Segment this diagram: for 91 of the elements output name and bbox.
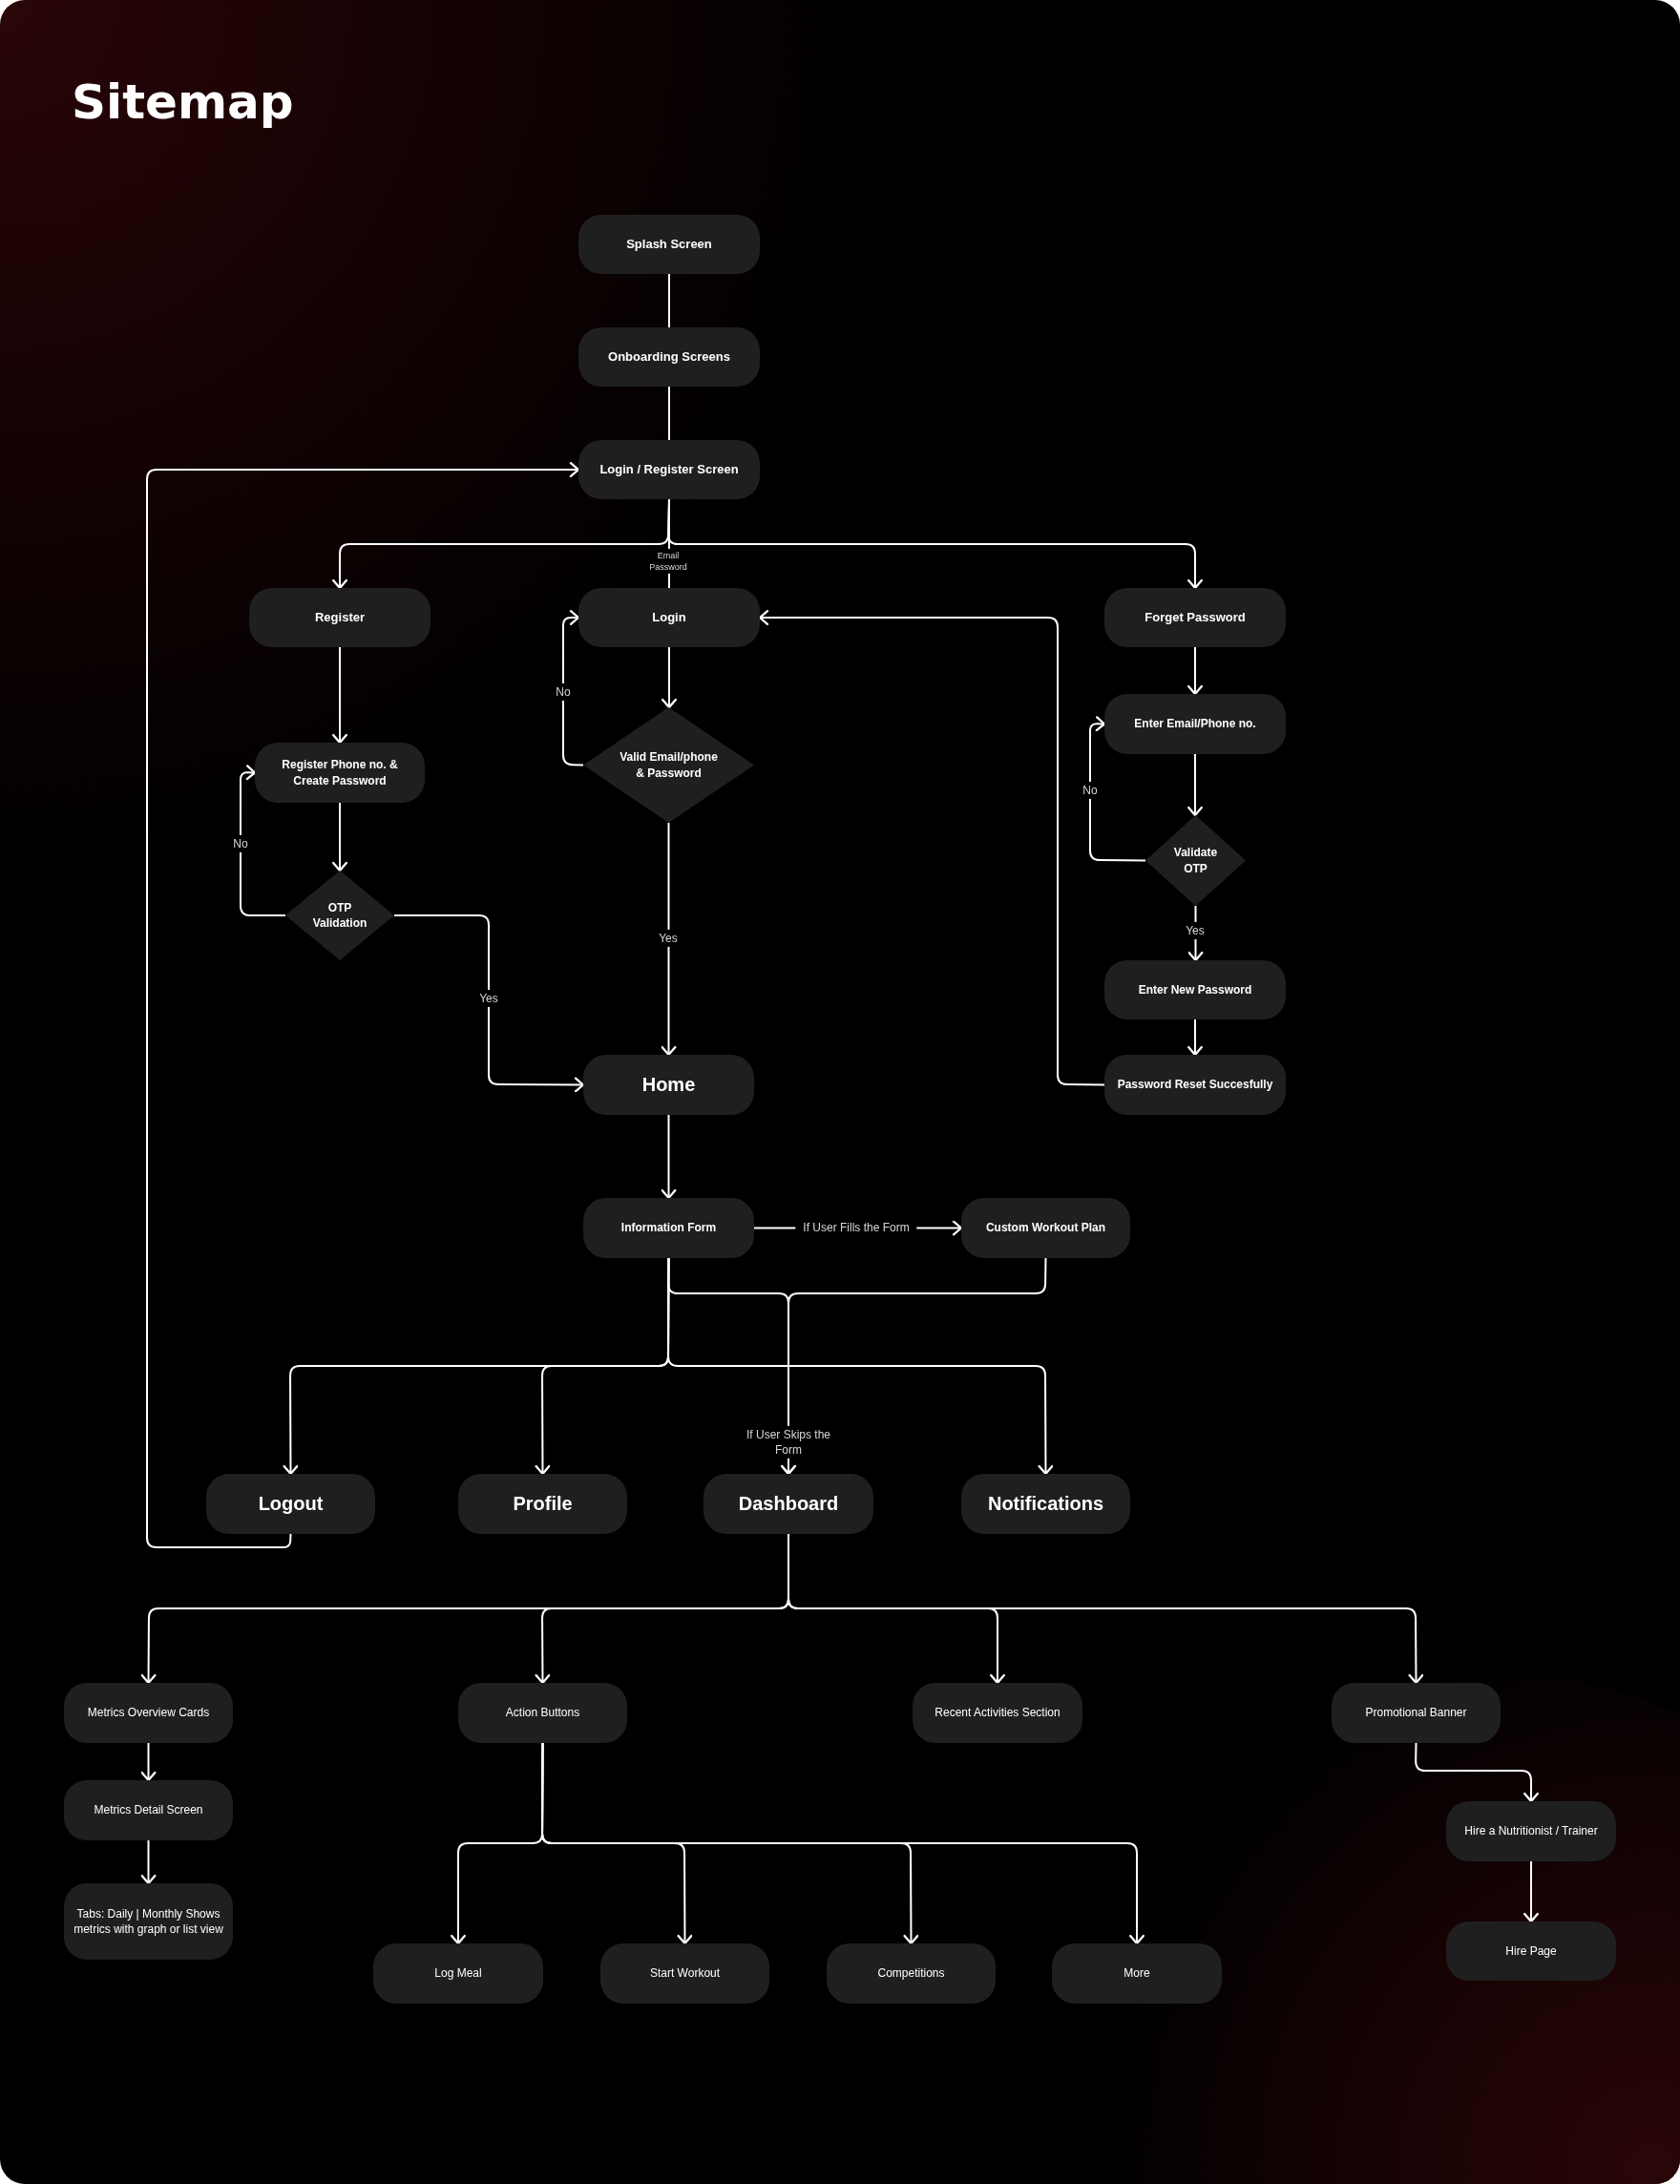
connector-arrow <box>541 1742 1144 1945</box>
connector-arrow <box>1187 646 1203 696</box>
node-label: Enter Email/Phone no. <box>1133 716 1257 732</box>
node-label: Login <box>651 609 687 626</box>
node-label: Hire a Nutritionist / Trainer <box>1463 1823 1599 1839</box>
screen-box <box>578 588 760 647</box>
connector-arrow <box>140 1839 157 1885</box>
connector-arrow <box>332 802 347 872</box>
screen-box <box>64 1683 233 1743</box>
screen-box <box>961 1474 1130 1534</box>
node-label: Home <box>640 1073 697 1097</box>
decision-diamond <box>583 707 754 823</box>
screen-box <box>64 1883 233 1960</box>
connector-arrow <box>393 914 585 1093</box>
screen-box <box>578 440 760 499</box>
connector-arrow <box>661 1114 677 1200</box>
screen-box <box>1104 1055 1286 1115</box>
connector-arrow <box>667 498 1203 590</box>
node-label: Logout <box>257 1492 325 1516</box>
screen-box <box>583 1055 754 1115</box>
screen-box <box>578 215 760 274</box>
screen-box <box>1104 960 1286 1019</box>
connector-arrow <box>662 646 677 709</box>
edge-label: Yes <box>656 929 681 948</box>
screen-box <box>827 1943 996 2004</box>
edge-label: Yes <box>1183 921 1208 940</box>
screen-box <box>373 1943 543 2004</box>
connector-arrow <box>781 1257 1047 1476</box>
screen-box <box>961 1198 1130 1258</box>
node-label: Forget Password <box>1144 609 1247 626</box>
node-label: Competitions <box>876 1965 946 1982</box>
node-label: Information Form <box>620 1220 718 1236</box>
node-label: Valid Email/phone & Password <box>619 749 719 781</box>
connector-arrow <box>146 462 580 1548</box>
node-label: Custom Workout Plan <box>984 1220 1107 1236</box>
edge-label: Yes <box>476 989 501 1008</box>
node-label: Notifications <box>986 1492 1105 1516</box>
connector-arrow <box>332 646 347 745</box>
screen-box <box>583 1198 754 1258</box>
node-label: Log Meal <box>433 1965 483 1982</box>
node-label: Hire Page <box>1504 1942 1558 1960</box>
node-label: Profile <box>512 1492 574 1516</box>
connector-line <box>668 386 670 441</box>
connector-arrow <box>667 1257 1054 1476</box>
node-label: Splash Screen <box>625 236 713 253</box>
connector-arrow <box>661 822 677 1057</box>
node-label: Action Buttons <box>504 1705 581 1721</box>
connector-arrow <box>1187 1018 1203 1057</box>
screen-box <box>1446 1801 1616 1861</box>
node-label: More <box>1123 1965 1151 1982</box>
screen-box <box>255 743 425 803</box>
screen-box <box>1332 1683 1501 1743</box>
screen-box <box>1104 694 1286 754</box>
node-label: Register <box>314 609 366 626</box>
screen-box <box>64 1780 233 1840</box>
node-label: OTP Validation <box>311 899 368 932</box>
screen-box <box>1052 1943 1222 2004</box>
node-label: Metrics Overview Cards <box>86 1705 211 1721</box>
screen-box <box>704 1474 873 1534</box>
screen-box <box>913 1683 1082 1743</box>
screen-box <box>249 588 430 647</box>
screen-box <box>578 327 760 387</box>
node-label: Password Reset Succesfully <box>1116 1077 1274 1093</box>
screen-box <box>458 1474 627 1534</box>
title: Sitemap <box>72 74 294 130</box>
node-label: Onboarding Screens <box>607 348 731 366</box>
screen-box <box>1446 1922 1616 1981</box>
node-label: Validate OTP <box>1172 845 1219 876</box>
node-label: Start Workout <box>648 1965 722 1982</box>
edge-label: Email Password <box>646 548 690 575</box>
connector-arrow <box>758 610 1105 1086</box>
node-label: Register Phone no. & Create Password <box>281 757 399 788</box>
connector-arrow <box>1523 1860 1539 1923</box>
decision-diamond <box>285 871 394 960</box>
node-label: Tabs: Daily | Monthly Shows metrics with graph or list view <box>73 1905 224 1938</box>
screen-box <box>206 1474 375 1534</box>
connector-arrow <box>240 765 286 916</box>
screen-box <box>458 1683 627 1743</box>
node-label: Login / Register Screen <box>598 461 740 478</box>
node-label: Promotional Banner <box>1364 1705 1468 1721</box>
connector-arrow <box>140 1742 157 1782</box>
connector-arrow <box>1187 753 1203 817</box>
node-label: Metrics Detail Screen <box>93 1802 204 1818</box>
screen-box <box>600 1943 769 2004</box>
decision-diamond <box>1145 815 1246 906</box>
node-label: Enter New Password <box>1137 981 1253 998</box>
node-label: Dashboard <box>737 1492 840 1516</box>
connector-line <box>668 273 670 328</box>
node-label: Recent Activities Section <box>934 1705 1061 1721</box>
screen-box <box>1104 588 1286 647</box>
connector-arrow <box>1089 716 1146 862</box>
